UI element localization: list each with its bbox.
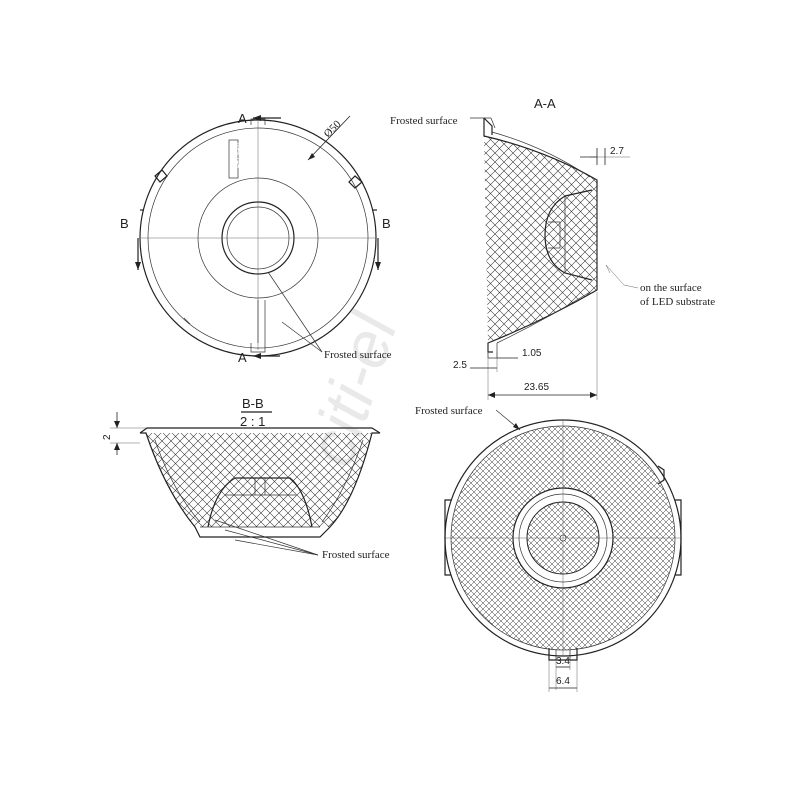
dim-23-65: 23.65	[524, 382, 549, 393]
dim-2: 2	[102, 434, 113, 440]
bottom-view-frosted-label: Frosted surface	[415, 405, 483, 417]
dim-1-05: 1.05	[522, 348, 542, 359]
section-bb-frosted-label: Frosted surface	[322, 549, 390, 561]
section-a-top: A	[238, 111, 247, 126]
dim-3-4: 3.4	[556, 656, 570, 667]
logo-text: NEKTAR	[234, 143, 241, 169]
section-aa-title: A-A	[534, 96, 556, 111]
note-line2: of LED substrate	[640, 296, 715, 308]
bottom-view: Frosted surface 3.4 6.4	[415, 405, 682, 692]
note-line1: on the surface	[640, 282, 702, 294]
section-a-bottom: A	[238, 350, 247, 365]
top-view-frosted-label: Frosted surface	[324, 349, 392, 361]
section-b-right: B	[382, 216, 391, 231]
diameter-label: Ø50	[322, 118, 344, 140]
top-view: NEKTAR Ø50 A A B B Frosted surface	[120, 111, 392, 365]
section-bb: B-B 2 : 1 2 Frosted surface	[102, 396, 390, 561]
dim-2-7: 2.7	[610, 146, 624, 157]
section-bb-title: B-B	[242, 396, 264, 411]
section-bb-scale: 2 : 1	[240, 414, 265, 429]
section-aa: A-A Frosted surface 2.7 on the surface o…	[390, 96, 715, 400]
dim-2-5: 2.5	[453, 360, 467, 371]
section-b-left: B	[120, 216, 129, 231]
section-aa-frosted-label: Frosted surface	[390, 115, 458, 127]
dim-6-4: 6.4	[556, 676, 570, 687]
